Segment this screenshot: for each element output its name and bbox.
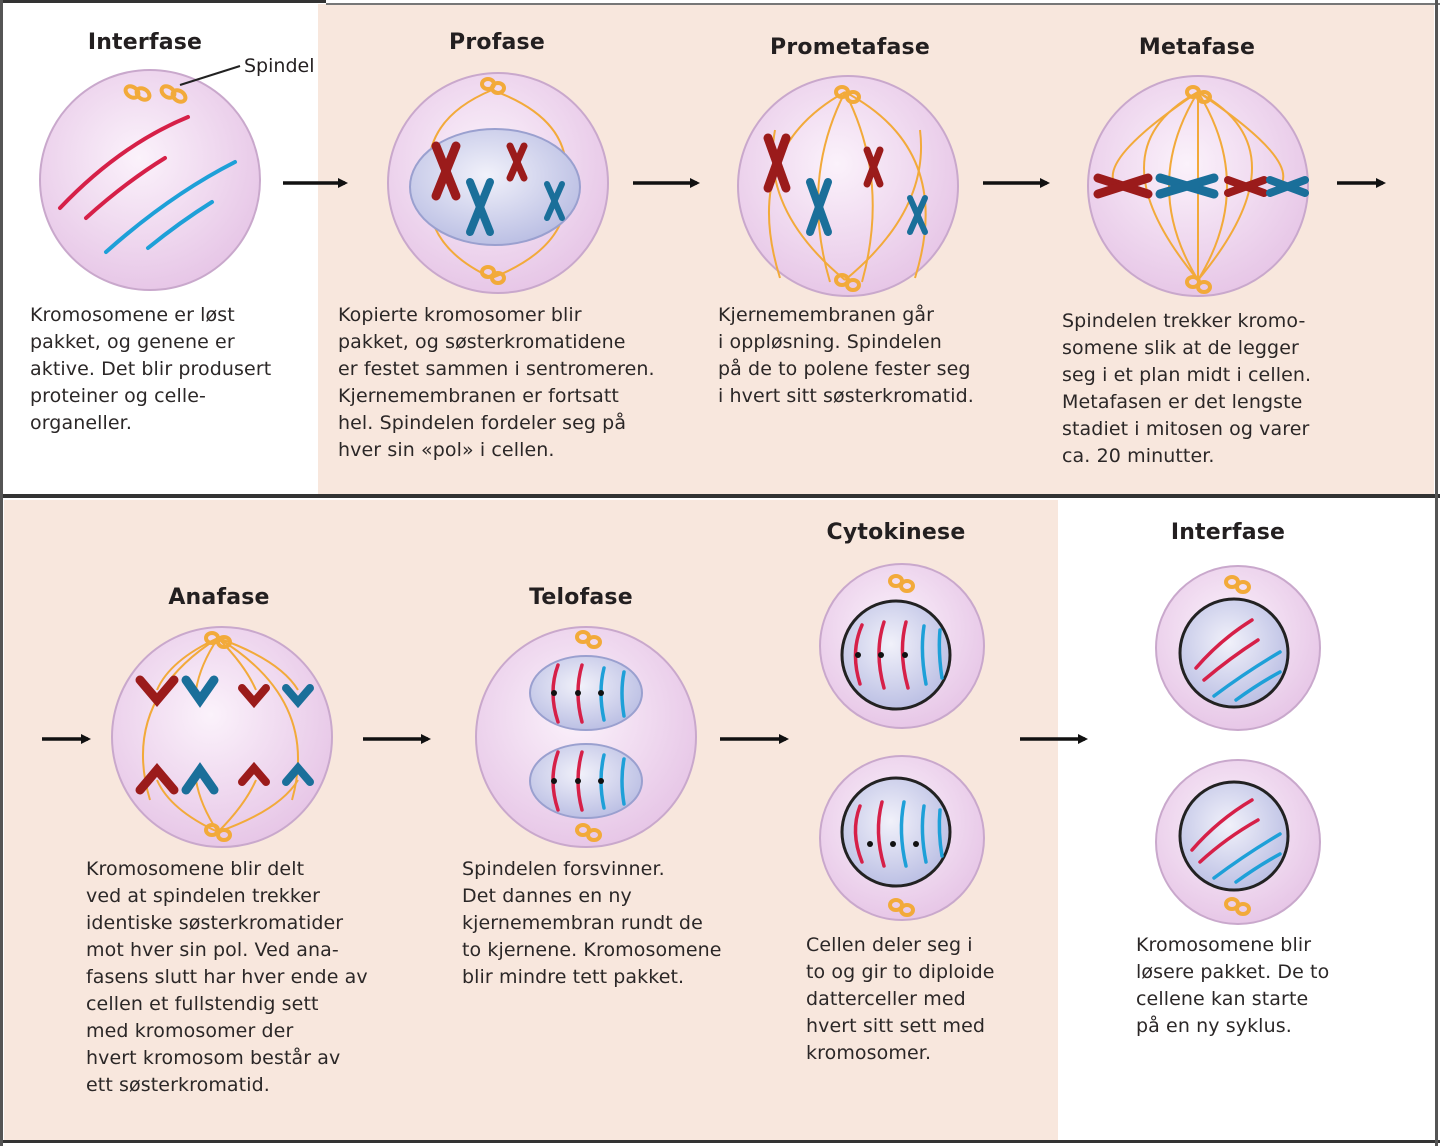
cell-interfase-top bbox=[39, 65, 261, 291]
cell-interfase-upper bbox=[1155, 565, 1321, 731]
centrosome-icon bbox=[1224, 897, 1251, 916]
centrosome-icon bbox=[123, 84, 188, 104]
cell-metafase bbox=[1087, 75, 1309, 297]
cell-prometafase bbox=[737, 75, 959, 297]
cell-telofase bbox=[475, 626, 697, 848]
centrosome-icon bbox=[1185, 85, 1212, 294]
top-border-left bbox=[0, 0, 326, 3]
text-prometafase: Kjernemembranen går i oppløsning. Spinde… bbox=[718, 304, 974, 407]
centrosome-icon bbox=[888, 574, 915, 593]
cell-interfase-lower bbox=[1155, 759, 1321, 925]
row-divider bbox=[0, 494, 1440, 498]
cell-anafase bbox=[111, 626, 333, 848]
title-interfase-top: Interfase bbox=[87, 30, 203, 55]
title-profase: Profase bbox=[449, 30, 545, 55]
text-interfase-bottom: Kromosomene blir løsere pakket. De to ce… bbox=[1136, 934, 1330, 1037]
title-telofase: Telofase bbox=[529, 585, 633, 610]
centrosome-icon bbox=[888, 898, 915, 917]
right-border bbox=[1435, 0, 1438, 1146]
spindel-pointer bbox=[179, 65, 241, 86]
cell-profase bbox=[387, 72, 609, 294]
title-metafase: Metafase bbox=[1138, 35, 1256, 60]
bottom-border bbox=[0, 1140, 1440, 1143]
spindel-label: Spindel bbox=[244, 55, 315, 77]
left-border bbox=[0, 0, 3, 1146]
text-interfase-top: Kromosomene er løst pakket, og genene er… bbox=[30, 304, 272, 434]
text-anafase: Kromosomene blir delt ved at spindelen t… bbox=[86, 858, 368, 1096]
centrosome-icon bbox=[204, 631, 232, 842]
text-profase: Kopierte kromosomer blir pakket, og søst… bbox=[338, 304, 655, 461]
cell-cytokinese-upper bbox=[819, 563, 985, 729]
text-telofase: Spindelen forsvinner. Det dannes en ny k… bbox=[462, 858, 722, 988]
text-cytokinese: Cellen deler seg i to og gir to diploide… bbox=[806, 934, 995, 1064]
cell-cytokinese-lower bbox=[819, 755, 985, 921]
title-cytokinese: Cytokinese bbox=[826, 520, 966, 545]
title-interfase-bottom: Interfase bbox=[1170, 520, 1286, 545]
centrosome-icon bbox=[834, 85, 861, 292]
title-anafase: Anafase bbox=[168, 585, 270, 610]
flow-arrows bbox=[42, 178, 1386, 744]
centrosome-icon bbox=[480, 77, 506, 285]
centrosome-icon bbox=[1224, 575, 1251, 594]
text-metafase: Spindelen trekker kromo- somene slik at … bbox=[1062, 310, 1312, 467]
title-prometafase: Prometafase bbox=[770, 35, 930, 60]
centrosome-icon bbox=[575, 630, 602, 842]
top-border-right bbox=[326, 3, 1440, 5]
